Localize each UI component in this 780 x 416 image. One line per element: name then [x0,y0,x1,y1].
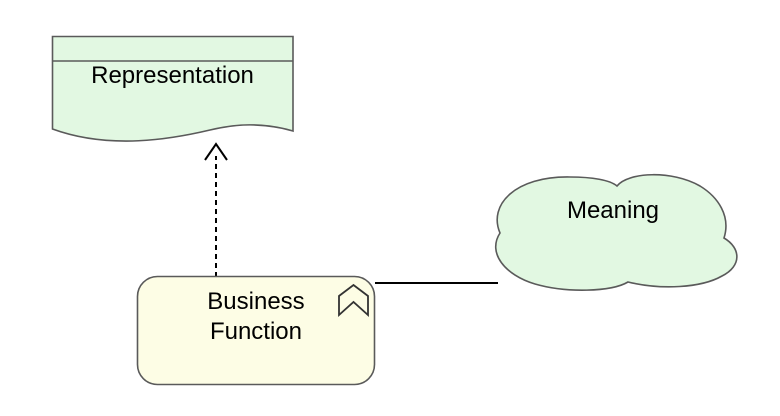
representation-node[interactable] [51,35,294,142]
open-v-arrowhead-icon [204,142,228,161]
business-function-rounded-rect[interactable] [136,275,376,386]
business-function-node[interactable] [136,275,376,386]
function-chevron-icon [338,283,369,318]
meaning-cloud-shape[interactable] [494,173,738,291]
representation-document-shape[interactable] [51,35,294,142]
meaning-node[interactable] [494,173,738,291]
